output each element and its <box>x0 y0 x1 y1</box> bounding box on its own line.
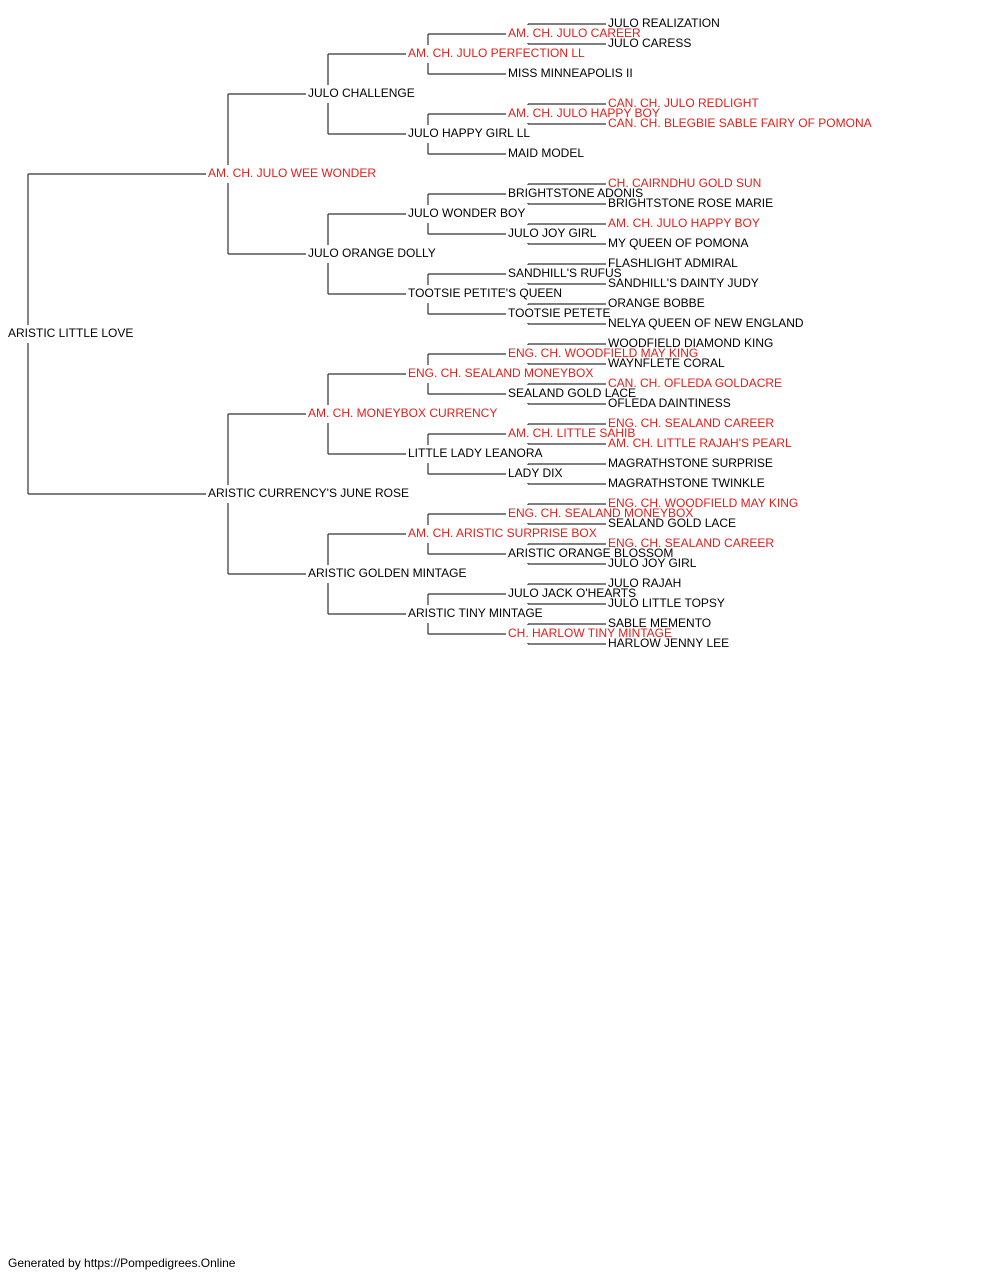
pedigree-name-dam-sire-dam-dam: LADY DIX <box>508 466 562 480</box>
pedigree-name-dam-dam-dam-sire-dam: JULO LITTLE TOPSY <box>608 596 725 610</box>
pedigree-name-sire-dam-sire-sire-dam: BRIGHTSTONE ROSE MARIE <box>608 196 773 210</box>
pedigree-labels: ARISTIC LITTLE LOVE AM. CH. JULO WEE WOND… <box>8 16 872 650</box>
pedigree-name-dam-sire-sire: ENG. CH. SEALAND MONEYBOX <box>408 366 593 380</box>
pedigree-name-sire-sire: JULO CHALLENGE <box>308 86 415 100</box>
pedigree-name-dam-dam-sire-sire: ENG. CH. SEALAND MONEYBOX <box>508 506 693 520</box>
pedigree-name-sire-dam-dam-dam-sire: ORANGE BOBBE <box>608 296 705 310</box>
pedigree-name-dam-dam-dam-sire-sire: JULO RAJAH <box>608 576 681 590</box>
pedigree-name-dam-dam-dam-dam: CH. HARLOW TINY MINTAGE <box>508 626 672 640</box>
pedigree-name-dam-dam-sire-dam-sire: ENG. CH. SEALAND CAREER <box>608 536 774 550</box>
pedigree-name-sire-dam-dam-sire: SANDHILL'S RUFUS <box>508 266 622 280</box>
pedigree-name-sire-sire-dam-sire: AM. CH. JULO HAPPY BOY <box>508 106 660 120</box>
pedigree-name-sire-dam: JULO ORANGE DOLLY <box>308 246 436 260</box>
pedigree-name-dam-sire-sire-dam-sire: CAN. CH. OFLEDA GOLDACRE <box>608 376 782 390</box>
pedigree-name-dam-sire: AM. CH. MONEYBOX CURRENCY <box>308 406 497 420</box>
pedigree-name-sire-sire-sire: AM. CH. JULO PERFECTION LL <box>408 46 585 60</box>
pedigree-name-dam: ARISTIC CURRENCY'S JUNE ROSE <box>208 486 409 500</box>
pedigree-name-sire-sire-dam-sire-dam: CAN. CH. BLEGBIE SABLE FAIRY OF POMONA <box>608 116 872 130</box>
pedigree-name-dam-sire-sire-sire-sire: WOODFIELD DIAMOND KING <box>608 336 773 350</box>
pedigree-name-dam-sire-sire-dam: SEALAND GOLD LACE <box>508 386 636 400</box>
pedigree-name-sire-dam-sire-sire: BRIGHTSTONE ADONIS <box>508 186 643 200</box>
pedigree-name-sire-dam-sire-sire-sire: CH. CAIRNDHU GOLD SUN <box>608 176 761 190</box>
pedigree-name-dam-dam-sire-dam-dam: JULO JOY GIRL <box>608 556 697 570</box>
pedigree-name-sire-sire-sire-sire: AM. CH. JULO CAREER <box>508 26 641 40</box>
pedigree-name-dam-dam-sire-dam: ARISTIC ORANGE BLOSSOM <box>508 546 673 560</box>
pedigree-name-dam-dam-dam: ARISTIC TINY MINTAGE <box>408 606 543 620</box>
pedigree-name-dam-sire-sire-sire: ENG. CH. WOODFIELD MAY KING <box>508 346 698 360</box>
pedigree-name-sire-dam-dam-dam-dam: NELYA QUEEN OF NEW ENGLAND <box>608 316 804 330</box>
pedigree-name-sire-dam-sire-dam-sire: AM. CH. JULO HAPPY BOY <box>608 216 760 230</box>
pedigree-name-sire: AM. CH. JULO WEE WONDER <box>208 166 376 180</box>
pedigree-connector-lines <box>27 23 606 645</box>
pedigree-name-dam-sire-sire-sire-dam: WAYNFLETE CORAL <box>608 356 725 370</box>
pedigree-name-sire-dam-dam: TOOTSIE PETITE'S QUEEN <box>408 286 562 300</box>
pedigree-name-sire-sire-dam-sire-sire: CAN. CH. JULO REDLIGHT <box>608 96 759 110</box>
pedigree-name-sire-sire-dam: JULO HAPPY GIRL LL <box>408 126 530 140</box>
pedigree-name-sire-dam-dam-sire-sire: FLASHLIGHT ADMIRAL <box>608 256 738 270</box>
pedigree-name-sire-dam-dam-dam: TOOTSIE PETETE <box>508 306 610 320</box>
pedigree-name-dam-sire-dam-dam-dam: MAGRATHSTONE TWINKLE <box>608 476 765 490</box>
pedigree-name-dam-dam-sire-sire-sire: ENG. CH. WOODFIELD MAY KING <box>608 496 798 510</box>
pedigree-name-dam-sire-dam: LITTLE LADY LEANORA <box>408 446 543 460</box>
pedigree-name-sire-dam-sire-dam-dam: MY QUEEN OF POMONA <box>608 236 748 250</box>
pedigree-name-dam-sire-dam-sire: AM. CH. LITTLE SAHIB <box>508 426 635 440</box>
pedigree-name-dam-sire-sire-dam-dam: OFLEDA DAINTINESS <box>608 396 731 410</box>
pedigree-name-sire-dam-dam-sire-dam: SANDHILL'S DAINTY JUDY <box>608 276 759 290</box>
pedigree-name-sire-dam-sire: JULO WONDER BOY <box>408 206 525 220</box>
pedigree-name-sire-dam-sire-dam: JULO JOY GIRL <box>508 226 597 240</box>
pedigree-name-sire-sire-dam-dam: MAID MODEL <box>508 146 584 160</box>
pedigree-name-dam-dam-sire: AM. CH. ARISTIC SURPRISE BOX <box>408 526 597 540</box>
pedigree-name-dam-dam-sire-sire-dam: SEALAND GOLD LACE <box>608 516 736 530</box>
pedigree-name-sire-sire-sire-sire-dam: JULO CARESS <box>608 36 691 50</box>
pedigree-name-dam-dam: ARISTIC GOLDEN MINTAGE <box>308 566 466 580</box>
pedigree-name-sire-sire-sire-sire-sire: JULO REALIZATION <box>608 16 720 30</box>
pedigree-name-dam-sire-dam-sire-dam: AM. CH. LITTLE RAJAH'S PEARL <box>608 436 792 450</box>
pedigree-name-dam-sire-dam-sire-sire: ENG. CH. SEALAND CAREER <box>608 416 774 430</box>
pedigree-name-sire-sire-sire-dam: MISS MINNEAPOLIS II <box>508 66 633 80</box>
pedigree-name-dam-dam-dam-dam-sire: SABLE MEMENTO <box>608 616 711 630</box>
pedigree-name-dam-dam-dam-sire: JULO JACK O'HEARTS <box>508 586 636 600</box>
pedigree-name-dam-dam-dam-dam-dam: HARLOW JENNY LEE <box>608 636 729 650</box>
generated-by-footer: Generated by https://Pompedigrees.Online <box>8 1256 236 1270</box>
pedigree-name-dam-sire-dam-dam-sire: MAGRATHSTONE SURPRISE <box>608 456 773 470</box>
pedigree-name-subject: ARISTIC LITTLE LOVE <box>8 326 133 340</box>
